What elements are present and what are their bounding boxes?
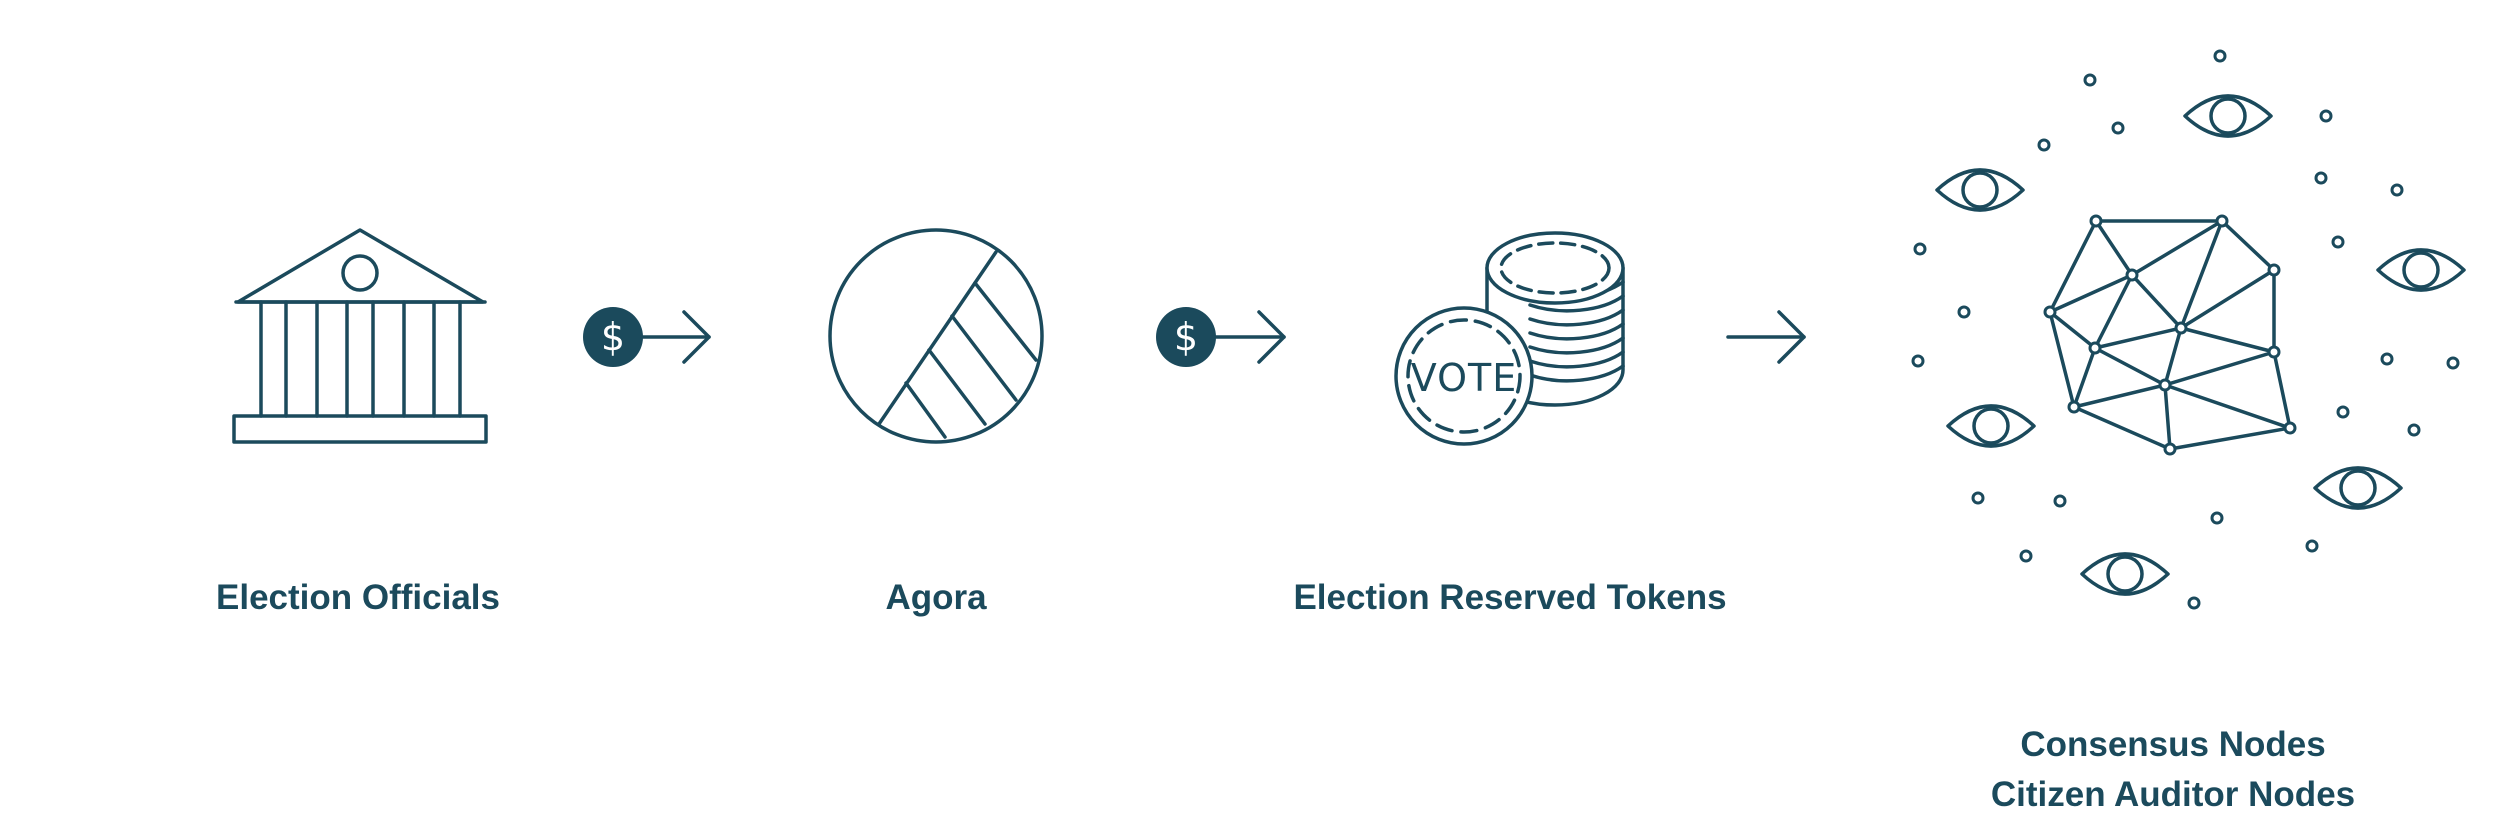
eye-icon: [1935, 168, 2025, 212]
label-citizen-auditor-nodes: Citizen Auditor Nodes: [1990, 775, 2356, 814]
network-nodes: [2043, 214, 2297, 456]
label-election-officials: Election Officials: [216, 578, 500, 617]
bank-building-icon: [232, 228, 488, 444]
label-agora: Agora: [885, 578, 987, 617]
eye-icons: [1935, 94, 2466, 596]
vote-coin-text: VOTE: [1411, 356, 1517, 400]
eye-icon: [2080, 552, 2170, 596]
dollar-symbol: $: [1174, 315, 1198, 359]
eye-icon: [2183, 94, 2273, 138]
scattered-dots: [1911, 49, 2460, 610]
label-election-reserved-tokens: Election Reserved Tokens: [1293, 578, 1727, 617]
label-consensus-nodes: Consensus Nodes: [2020, 725, 2326, 764]
network-edges: [2048, 219, 2292, 451]
eye-icon: [2376, 248, 2466, 292]
dollar-arrow-icon: $: [583, 307, 711, 367]
dollar-arrow-icon: $: [1156, 307, 1286, 367]
eye-icon: [1946, 404, 2036, 448]
agora-logo-icon: [828, 228, 1044, 444]
arrow-right-icon: [1726, 310, 1806, 364]
node-network-icon: [1911, 49, 2466, 610]
vote-token-coins-icon: VOTE: [1394, 231, 1625, 446]
eye-icon: [2313, 466, 2403, 510]
dollar-symbol: $: [601, 315, 625, 359]
